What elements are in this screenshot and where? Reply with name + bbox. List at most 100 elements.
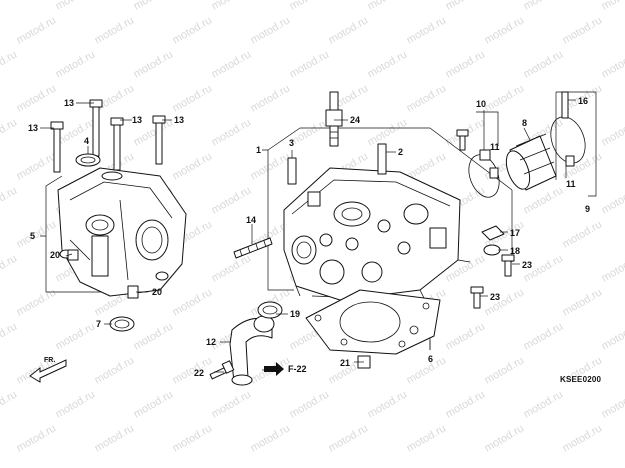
watermark-text: motod.ru: [405, 82, 449, 114]
watermark-text: motod.ru: [444, 388, 488, 420]
watermark-text: motod.ru: [561, 150, 605, 182]
watermark-text: motod.ru: [171, 14, 215, 46]
bolt-23b: [470, 286, 484, 309]
callout-10: 10: [476, 99, 486, 109]
watermark-text: motod.ru: [171, 82, 215, 114]
stud-bolt-14: [233, 237, 273, 259]
callout-labels: 1 2 3 4 5 6 7 8 9 10 11 11 12 13 13 13 1…: [28, 96, 590, 378]
watermark-text: motod.ru: [210, 184, 254, 216]
callout-24: 24: [350, 115, 360, 125]
watermark-text: motod.ru: [210, 252, 254, 284]
watermark-text: motod.ru: [15, 150, 59, 182]
watermark-text: motod.ru: [0, 388, 19, 420]
watermark-text: motod.ru: [288, 388, 332, 420]
callout-21: 21: [340, 358, 350, 368]
watermark-text: motod.ru: [210, 0, 254, 13]
watermark-text: motod.ru: [249, 150, 293, 182]
guide-pin-2: [377, 143, 387, 175]
watermark-text: motod.ru: [405, 354, 449, 386]
watermark-text: motod.ru: [600, 184, 625, 216]
watermark-text: motod.ru: [366, 0, 410, 13]
callout-19: 19: [290, 309, 300, 319]
watermark-text: motod.ru: [15, 82, 59, 114]
watermark-text: motod.ru: [93, 422, 137, 454]
front-direction-label: FR.: [44, 357, 55, 364]
callout-23a: 23: [522, 260, 532, 270]
watermark-text: motod.ru: [210, 48, 254, 80]
watermark-text: motod.ru: [600, 48, 625, 80]
reference-arrow: F-22: [264, 362, 307, 376]
watermark-text: motod.ru: [249, 422, 293, 454]
watermark-text: motod.ru: [444, 0, 488, 13]
leader-lines: [40, 99, 576, 373]
watermark-text: motod.ru: [600, 116, 625, 148]
watermark-text: motod.ru: [366, 48, 410, 80]
watermark-text: motod.ru: [561, 218, 605, 250]
watermark-text: motod.ru: [15, 286, 59, 318]
callout-2: 2: [398, 147, 403, 157]
watermark-text: motod.ru: [522, 0, 566, 13]
watermark-text: motod.ru: [93, 354, 137, 386]
oil-seal-4: [75, 153, 101, 167]
watermark-text: motod.ru: [0, 184, 19, 216]
callout-18: 18: [510, 246, 520, 256]
clamp-16-11: [550, 91, 586, 167]
callout-12: 12: [206, 337, 216, 347]
watermark-text: motod.ru: [405, 422, 449, 454]
watermark-text: motod.ru: [171, 150, 215, 182]
o-ring-19: [257, 301, 283, 319]
watermark-text: motod.ru: [0, 320, 19, 352]
callout-13a: 13: [64, 98, 74, 108]
watermark-text: motod.ru: [288, 0, 332, 13]
watermark-text: motod.ru: [366, 116, 410, 148]
callout-14: 14: [246, 215, 256, 225]
callout-23b: 23: [490, 292, 500, 302]
watermark-text: motod.ru: [54, 48, 98, 80]
watermark-text: motod.ru: [522, 320, 566, 352]
watermark-text: motod.ru: [522, 388, 566, 420]
watermark-text: motod.ru: [0, 48, 19, 80]
watermark-text: motod.ru: [600, 0, 625, 13]
watermark-text: motod.ru: [405, 14, 449, 46]
watermark-text: motod.ru: [249, 14, 293, 46]
watermark-text: motod.ru: [561, 422, 605, 454]
watermark-text: motod.ru: [483, 82, 527, 114]
callout-13c: 13: [132, 115, 142, 125]
watermark-text: motod.ru: [600, 252, 625, 284]
callout-11b: 11: [566, 179, 576, 189]
callout-16: 16: [578, 96, 588, 106]
callout-5: 5: [30, 231, 35, 241]
guide-pin-3: [287, 157, 297, 185]
watermark-text: motod.ru: [54, 320, 98, 352]
bolt-22: [209, 360, 235, 380]
watermark-text: motod.ru: [288, 116, 332, 148]
watermark-text: motod.ru: [0, 252, 19, 284]
callout-4: 4: [84, 136, 89, 146]
watermark-text: motod.ru: [561, 14, 605, 46]
watermark-text: motod.ru: [132, 388, 176, 420]
callout-9: 9: [585, 204, 590, 214]
callout-22: 22: [194, 368, 204, 378]
watermark-text: motod.ru: [444, 48, 488, 80]
callout-7: 7: [96, 319, 101, 329]
callout-8: 8: [522, 118, 527, 128]
watermark-text: motod.ru: [483, 422, 527, 454]
watermark-text: motod.ru: [0, 0, 19, 13]
watermark-text: motod.ru: [171, 286, 215, 318]
watermark-text: motod.ru: [522, 48, 566, 80]
o-ring-7: [109, 316, 135, 332]
watermark-text: motod.ru: [483, 14, 527, 46]
callout-3: 3: [289, 138, 294, 148]
insulator-8: [505, 133, 557, 191]
callout-20b: 20: [152, 287, 162, 297]
watermark-text: motod.ru: [15, 218, 59, 250]
watermark-text: motod.ru: [210, 388, 254, 420]
callout-13d: 13: [174, 115, 184, 125]
reference-label: F-22: [288, 364, 307, 374]
watermark-text: motod.ru: [600, 388, 625, 420]
callout-17: 17: [510, 228, 520, 238]
watermark-text: motod.ru: [483, 354, 527, 386]
watermark-text: motod.ru: [600, 320, 625, 352]
nut-17: [481, 225, 505, 241]
